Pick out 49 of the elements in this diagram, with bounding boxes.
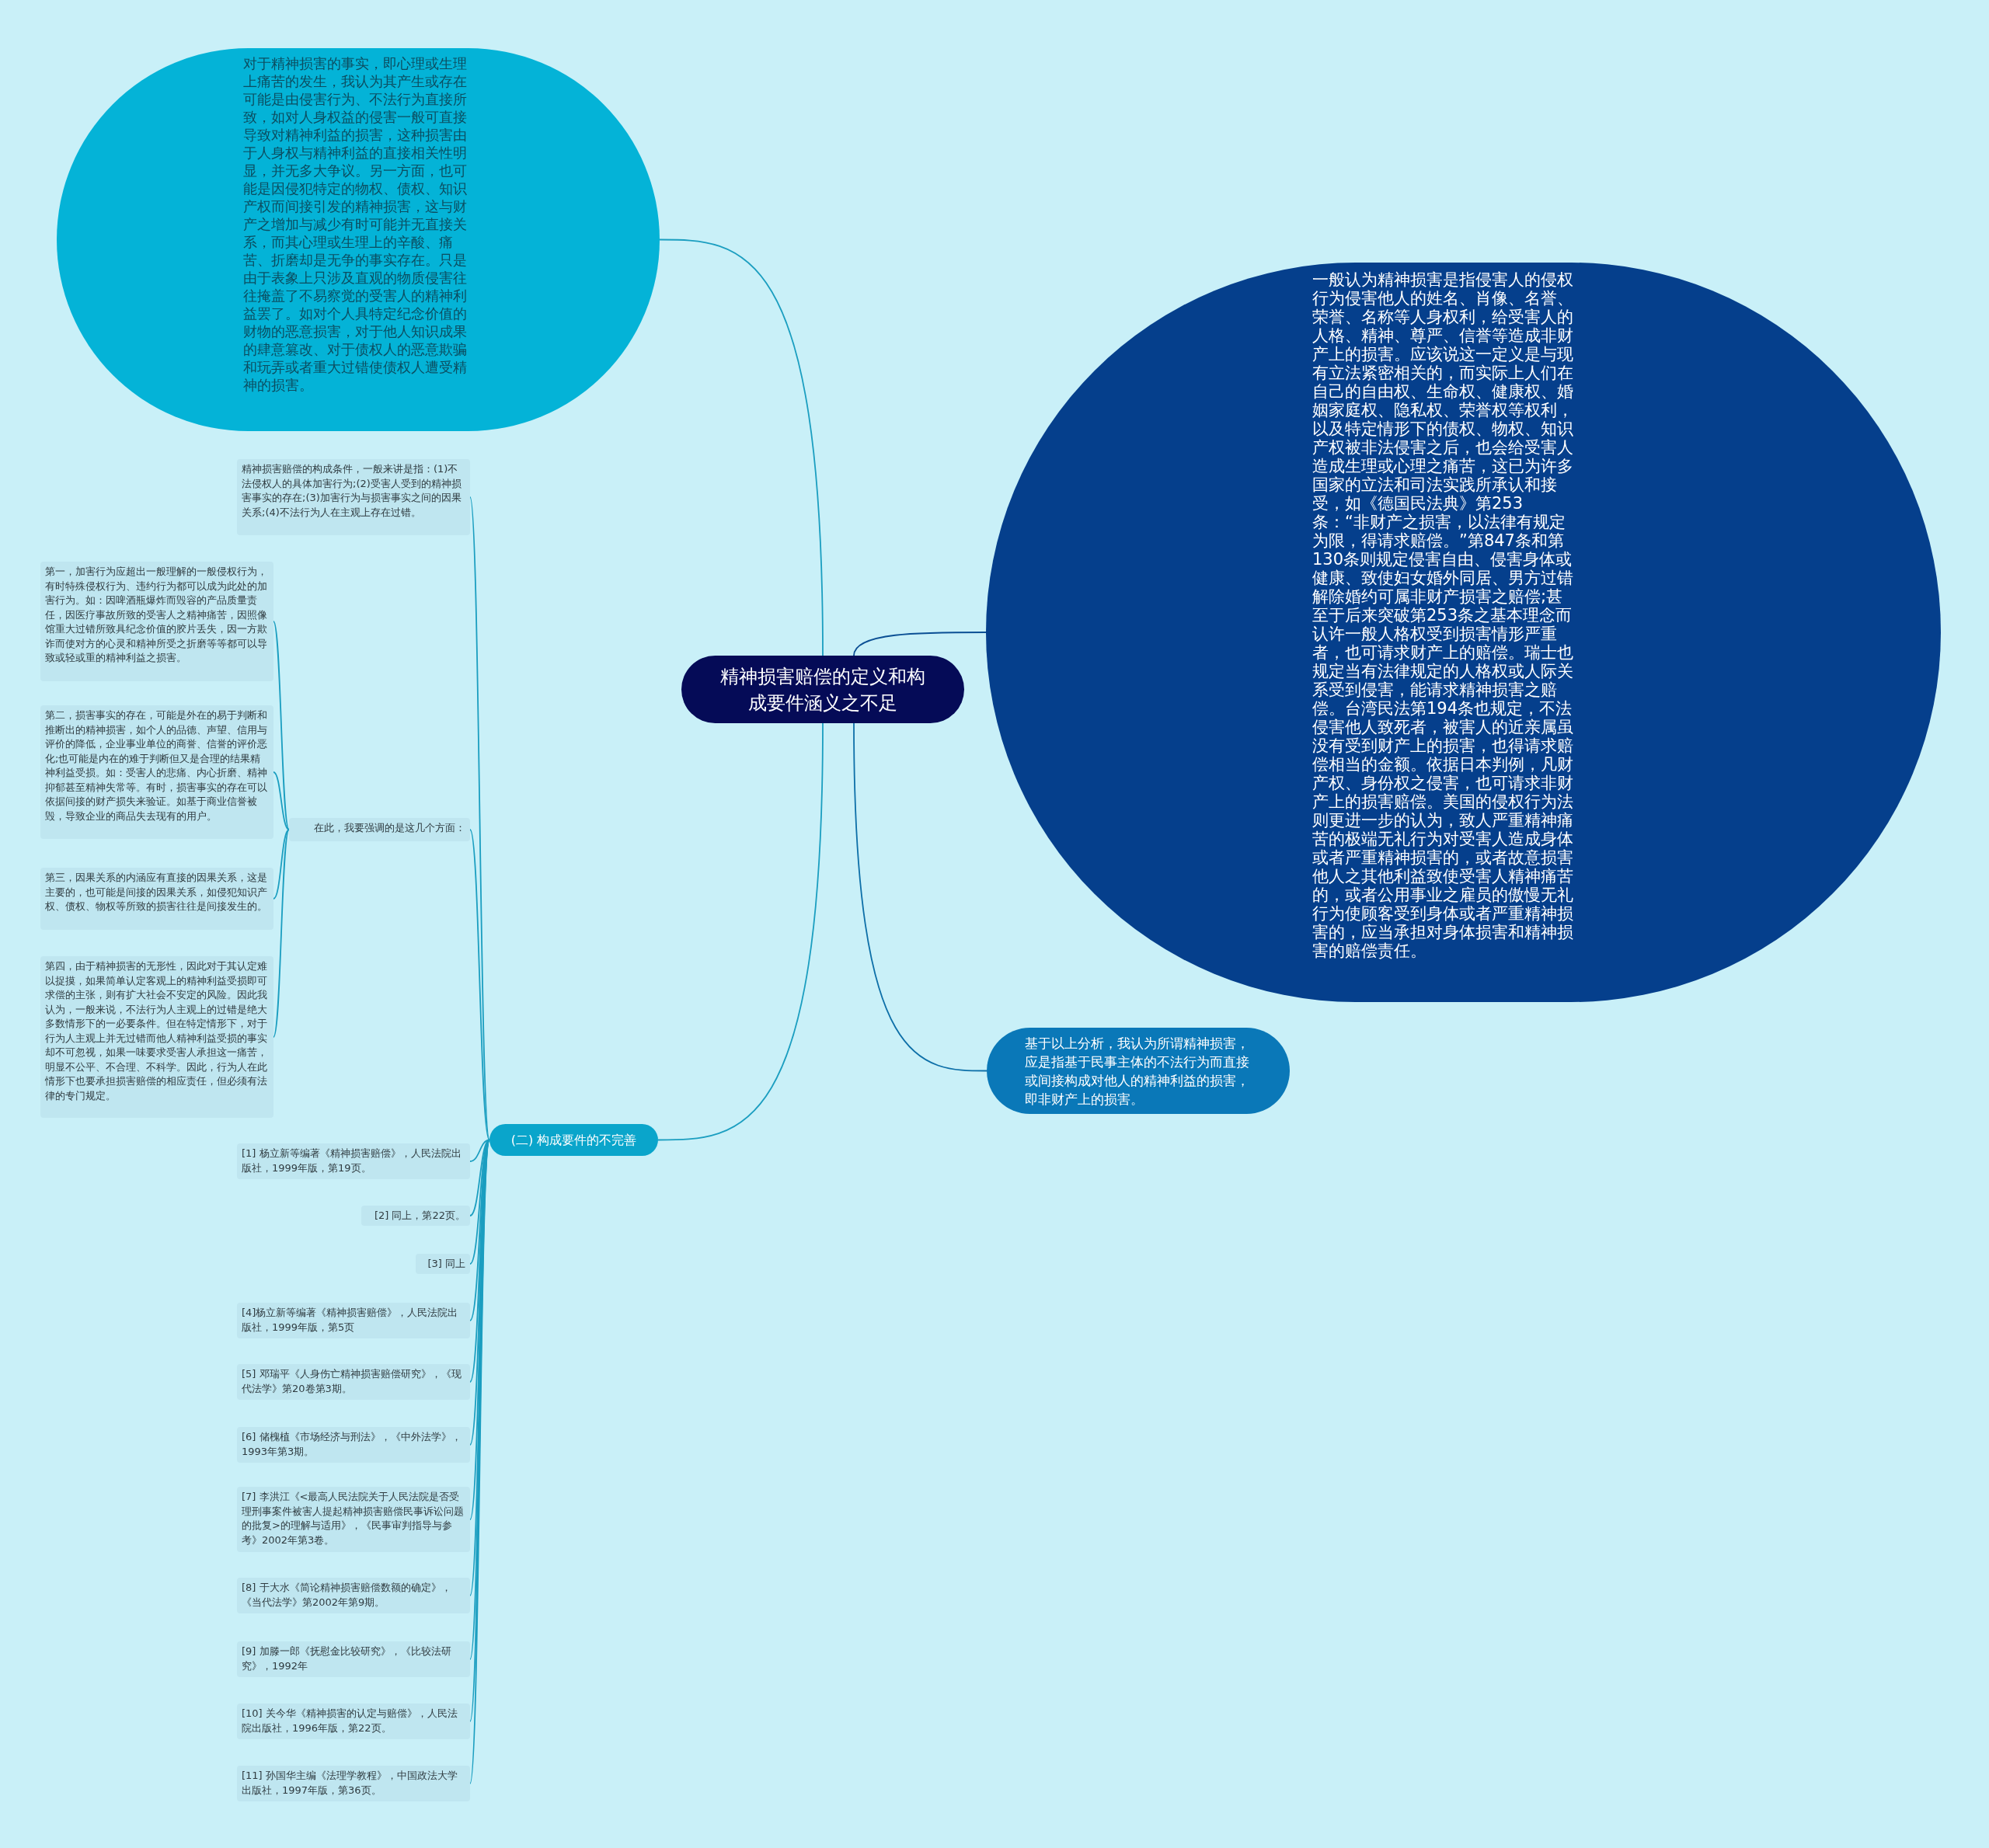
paragraph-text: 基于以上分析，我认为所谓精神损害，应是指基于民事主体的不法行为而直接或间接构成对他人的精神利益的损害，即非财产上的损害。 [1025,1034,1250,1108]
connector-line [659,238,824,656]
note-text: [3] 同上 [427,1257,465,1271]
note-card [237,1143,470,1179]
note-card [361,1206,470,1226]
note-text: [1] 杨立新等编著《精神损害赔偿》，人民法院出版社，1999年版，第19页。 [242,1147,462,1175]
note-card [237,1303,470,1338]
note-card [40,868,273,930]
note-card [40,562,273,681]
note-card [237,1487,470,1552]
connector-line [657,722,824,1141]
note-card [237,1704,470,1739]
note-text: [7] 李洪江《<最高人民法院关于人民法院是否受理刑事案件被害人提起精神损害赔偿民事诉讼问题的批复>的理解与适用》，《民事审判指导与参考》2002年第3卷。 [242,1490,465,1547]
note-card [40,705,273,839]
connector-line [273,621,290,830]
connector-line [469,1139,490,1162]
note-text: [5] 邓瑞平《人身伤亡精神损害赔偿研究》，《现代法学》第20卷第3期。 [242,1367,462,1396]
connector-line [853,722,988,1072]
note-text: 在此，我要强调的是这几个方面： [313,821,465,835]
note-text: 第一，加害行为应超出一般理解的一般侵权行为，有时特殊侵权行为、违约行为都可以成为此处的加害行为。如：因啤酒瓶爆炸而毁容的产品质量责任，因医疗事故所致的受害人之精神痛苦，因照像馆重大过错所致具纪念价值的胶片丢失，因一方欺诈而使对方的心灵和精神所受之折磨等等都可以导致或轻或重的精神利益之损害。 [45,565,268,665]
note-card [289,818,470,841]
subtopic-pill [489,1124,658,1156]
note-card [416,1254,470,1274]
note-text: 第二，损害事实的存在，可能是外在的易于判断和推断出的精神损害，如个人的品德、声望、信用与评价的降低，企业事业单位的商誉、信誉的评价恶化;也可能是内在的难于判断但又是合理的结果精神利益受损。如：受害人的悲痛、内心折磨、精神抑郁甚至精神失常等。有时，损害事实的存在可以依据间接的财产损失来验证。如基于商业信誉被毁，导致企业的商品失去现有的用户。 [45,708,268,823]
note-card [237,1427,470,1463]
note-card [237,1766,470,1801]
note-text: 第三，因果关系的内涵应有直接的因果关系，这是主要的，也可能是间接的因果关系，如侵犯知识产权、债权、物权等所致的损害往往是间接发生的。 [45,871,268,914]
connector-line [273,771,290,830]
note-card [237,1641,470,1677]
connector-line [853,632,987,656]
connector-line [273,829,290,1038]
topic-title: 精神损害赔偿的定义和构成要件涵义之不足 [719,664,926,715]
note-card [237,459,470,535]
connector-line [273,829,290,900]
note-text: [9] 加滕一郎《抚慰金比较研究》，《比较法研究》，1992年 [242,1644,452,1673]
note-text: 精神损害赔偿的构成条件，一般来讲是指：(1)不法侵权人的具体加害行为;(2)受害人受到的精神损害事实的存在;(3)加害行为与损害事实之间的因果关系;(4)不法行为人在主观上存在过错。 [242,462,462,520]
paragraph-text: 对于精神损害的事实，即心理或生理上痛苦的发生，我认为其产生或存在可能是由侵害行为、不法行为直接所致，如对人身权益的侵害一般可直接导致对精神利益的损害，这种损害由于人身权与精神利益的直接相关性明显，并无多大争议。另一方面，也可能是因侵犯特定的物权、债权、知识产权而间接引发的精神损害，这与财产之增加与减少有时可能并无直接关系，而其心理或生理上的辛酸、痛苦、折磨却是无争的事实存在。只是由于表象上只涉及直观的物质侵害往往掩盖了不易察觉的受害人的精神利益罢了。如对个人具特定纪念价值的财物的恶意损害，对于他人知识成果的肆意篡改、对于债权人的恶意欺骗和玩弄或者重大过错使债权人遭受精神的损害。 [243,54,468,394]
note-text: [8] 于大水《简论精神损害赔偿数额的确定》，《当代法学》第2002年第9期。 [242,1581,452,1610]
note-text: [11] 孙国华主编《法理学教程》，中国政法大学出版社，1997年版，第36页。 [242,1769,458,1798]
note-text: [10] 关今华《精神损害的认定与赔偿》，人民法院出版社，1996年版，第22页。 [242,1707,458,1735]
note-text: [6] 储槐植《市场经济与刑法》，《中外法学》，1993年第3期。 [242,1430,462,1459]
connector-line [469,829,490,1141]
paragraph-text: 一般认为精神损害是指侵害人的侵权行为侵害他人的姓名、肖像、名誉、荣誉、名称等人身权利，给受害人的人格、精神、尊严、信誉等造成非财产上的损害。应该说这一定义是与现有立法紧密相关的，而实际上人们在自己的自由权、生命权、健康权、婚姻家庭权、隐私权、荣誉权等权利，以及特定情形下的债权、物权、知识产权被非法侵害之后，也会给受害人造成生理或心理之痛苦，这已为许多国家的立法和司法实践所承认和接受，如《德国民法典》第253条：“非财产之损害，以法律有规定为限，得请求赔偿。”第847条和第130条则规定侵害自由、侵害身体或健康、致使妇女婚外同居、男方过错解除婚约可属非财产损害之赔偿;甚至于后来突破第253条之基本理念而认许一般人格权受到损害情形严重者，也可请求财产上的赔偿。瑞士也规定当有法律规定的人格权或人际关系受到侵害，能请求精神损害之赔偿。台湾民法第194条也规定，不法侵害他人致死者，被害人的近亲属虽没有受到财产上的损害，也得请求赔偿相当的金额。依据日本判例，凡财产权、身份权之侵害，也可请求非财产上的损害赔偿。美国的侵权行为法则更进一步的认为，致人严重精神痛苦的极端无礼行为对受害人造成身体或者严重精神损害的，或者故意损害他人之其他利益致使受害人精神痛苦的，或者公用事业之雇员的傲慢无礼行为使顾客受到身体或者严重精神损害的，应当承担对身体损害和精神损害的赔偿责任。 [1312,270,1574,960]
note-text: [2] 同上，第22页。 [373,1209,465,1223]
note-card [237,1364,470,1400]
note-text: [4]杨立新等编著《精神损害赔偿》，人民法院出版社，1999年版，第5页 [242,1306,459,1335]
note-card [237,1578,470,1613]
note-text: 第四，由于精神损害的无形性，因此对于其认定难以捉摸，如果简单认定客观上的精神利益受损即可求偿的主张，则有扩大社会不安定的风险。因此我认为，一般来说，不法行为人主观上的过错是绝大多数情形下的一必要条件。但在特定情形下，对于行为人主观上并无过错而他人精神利益受损的事实却不可忽视，如果一味要求受害人承担这一痛苦，明显不公平、不合理、不科学。因此，行为人在此情形下也要承担损害赔偿的相应责任，但必须有法律的专门规定。 [45,959,268,1103]
subtopic-title: (二) 构成要件的不完善 [510,1131,637,1149]
